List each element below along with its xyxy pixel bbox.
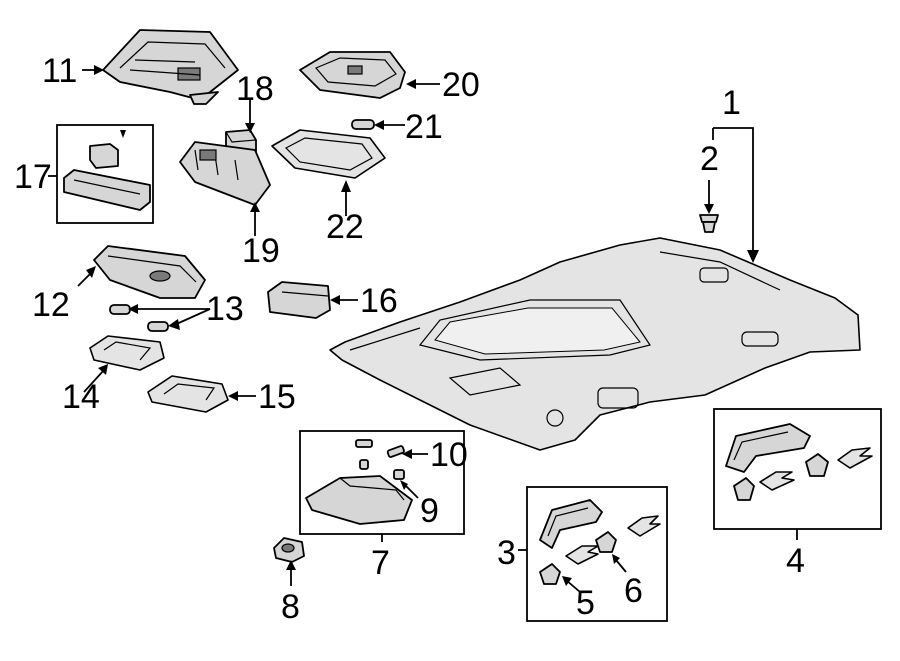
console-bulbs — [109, 304, 211, 332]
callout-18: 18 — [236, 70, 274, 108]
callout-5: 5 — [576, 584, 595, 622]
callout-13: 13 — [206, 290, 244, 328]
visor-clip — [273, 537, 305, 586]
cargo-lamp-lens — [147, 375, 256, 413]
headliner-clip — [699, 180, 719, 233]
callout-7: 7 — [371, 544, 390, 582]
callout-8: 8 — [281, 588, 300, 626]
callout-2: 2 — [700, 140, 719, 178]
callout-22: 22 — [326, 208, 364, 246]
callout-15: 15 — [258, 378, 296, 416]
callout-16: 16 — [360, 282, 398, 320]
lamp-lens — [271, 129, 386, 216]
console-bracket — [179, 141, 271, 236]
sun-visor-box — [299, 430, 465, 542]
callout-19: 19 — [242, 232, 280, 270]
callout-4: 4 — [786, 542, 805, 580]
console-assembly — [77, 245, 206, 299]
callout-9: 9 — [420, 492, 439, 530]
grab-handle-box — [518, 486, 668, 622]
overhead-console — [82, 29, 239, 105]
callout-20: 20 — [442, 66, 480, 104]
callout-11: 11 — [42, 52, 77, 90]
callout-10: 10 — [430, 436, 468, 474]
callout-12: 12 — [32, 286, 70, 324]
grab-handle-kit-box — [713, 408, 882, 540]
callout-3: 3 — [497, 534, 516, 572]
lamp-bulb — [351, 119, 405, 130]
map-lamp-base — [299, 51, 440, 99]
headliner — [329, 237, 861, 451]
console-lens — [83, 335, 165, 393]
callout-14: 14 — [62, 378, 100, 416]
module-box — [48, 124, 154, 224]
callout-17: 17 — [14, 158, 52, 196]
callout-21: 21 — [405, 108, 443, 146]
callout-1: 1 — [722, 84, 741, 122]
control-unit — [267, 281, 358, 319]
headliner-leader — [712, 127, 759, 263]
callout-6: 6 — [624, 572, 643, 610]
